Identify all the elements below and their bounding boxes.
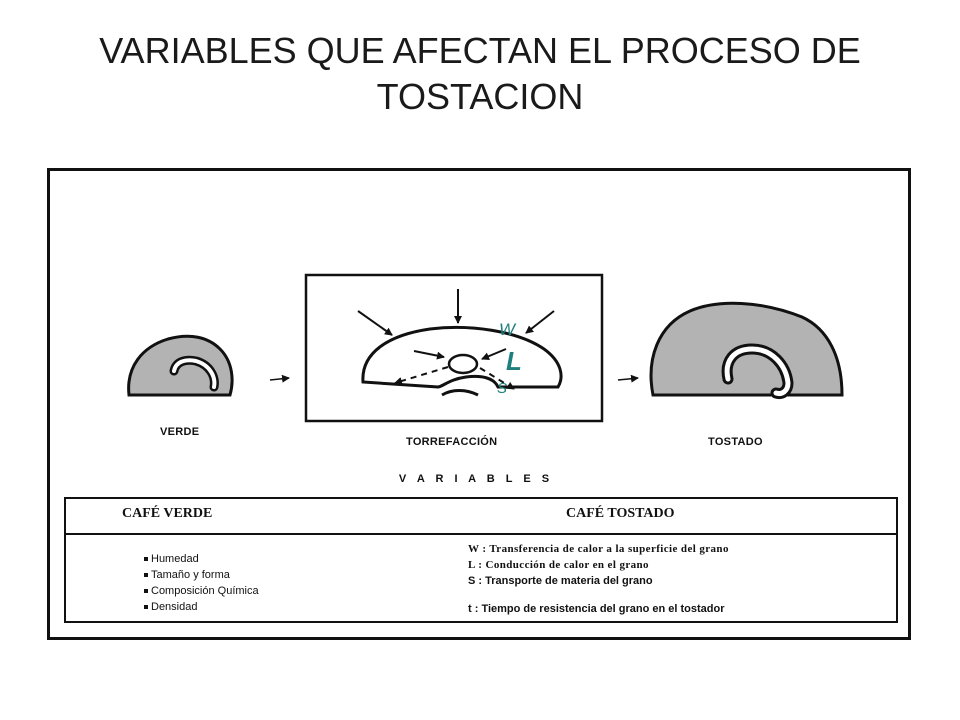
header-green-coffee: CAFÉ VERDE xyxy=(122,506,213,521)
list-item: S : Transporte de materia del grano xyxy=(468,575,653,587)
stage-label-roasted: TOSTADO xyxy=(708,436,763,448)
stage-label-roasting: TORREFACCIÓN xyxy=(406,436,498,448)
inner-arrow-left xyxy=(413,350,445,360)
list-item: t : Tiempo de resistencia del grano en e… xyxy=(468,603,725,615)
letter-s: S xyxy=(497,380,507,397)
slide-title: VARIABLES QUE AFECTAN EL PROCESO DE TOST… xyxy=(80,28,880,120)
list-item: Densidad xyxy=(144,599,259,615)
transport-arrow-left xyxy=(394,366,449,385)
green-coffee-variables: Humedad Tamaño y forma Composición Quími… xyxy=(144,551,259,615)
roasting-bean-icon xyxy=(361,325,563,397)
list-item: L : Conducción de calor en el grano xyxy=(468,559,649,571)
stage-label-green: VERDE xyxy=(160,426,200,438)
heat-arrow-right xyxy=(525,310,555,334)
process-diagram: W L S xyxy=(127,273,844,423)
green-bean-icon xyxy=(127,334,234,397)
variables-table: CAFÉ VERDE CAFÉ TOSTADO Humedad Tamaño y… xyxy=(64,497,898,623)
transport-arrow-right xyxy=(479,367,515,390)
list-item: W : Transferencia de calor a la superfic… xyxy=(468,543,729,555)
letter-w: W xyxy=(499,320,517,339)
table-divider xyxy=(66,533,896,535)
heat-arrow-left xyxy=(357,310,393,336)
figure-frame: W L S VERDE TORREFACCIÓN TOSTADO V A R I… xyxy=(47,168,911,640)
list-item: Composición Química xyxy=(144,583,259,599)
title-line-1: VARIABLES QUE AFECTAN EL PROCESO DE xyxy=(99,30,861,71)
process-arrow-2 xyxy=(617,374,639,383)
inner-arrow-right xyxy=(481,348,507,360)
roasted-coffee-variables: W : Transferencia de calor a la superfic… xyxy=(468,541,729,617)
list-item: Humedad xyxy=(144,551,259,567)
process-arrow-1 xyxy=(269,374,290,383)
letter-l: L xyxy=(506,346,522,376)
title-line-2: TOSTACION xyxy=(376,76,584,117)
list-item: Tamaño y forma xyxy=(144,567,259,583)
roasted-bean-icon xyxy=(649,301,844,399)
header-roasted-coffee: CAFÉ TOSTADO xyxy=(566,506,675,521)
variables-heading: V A R I A B L E S xyxy=(398,473,554,485)
